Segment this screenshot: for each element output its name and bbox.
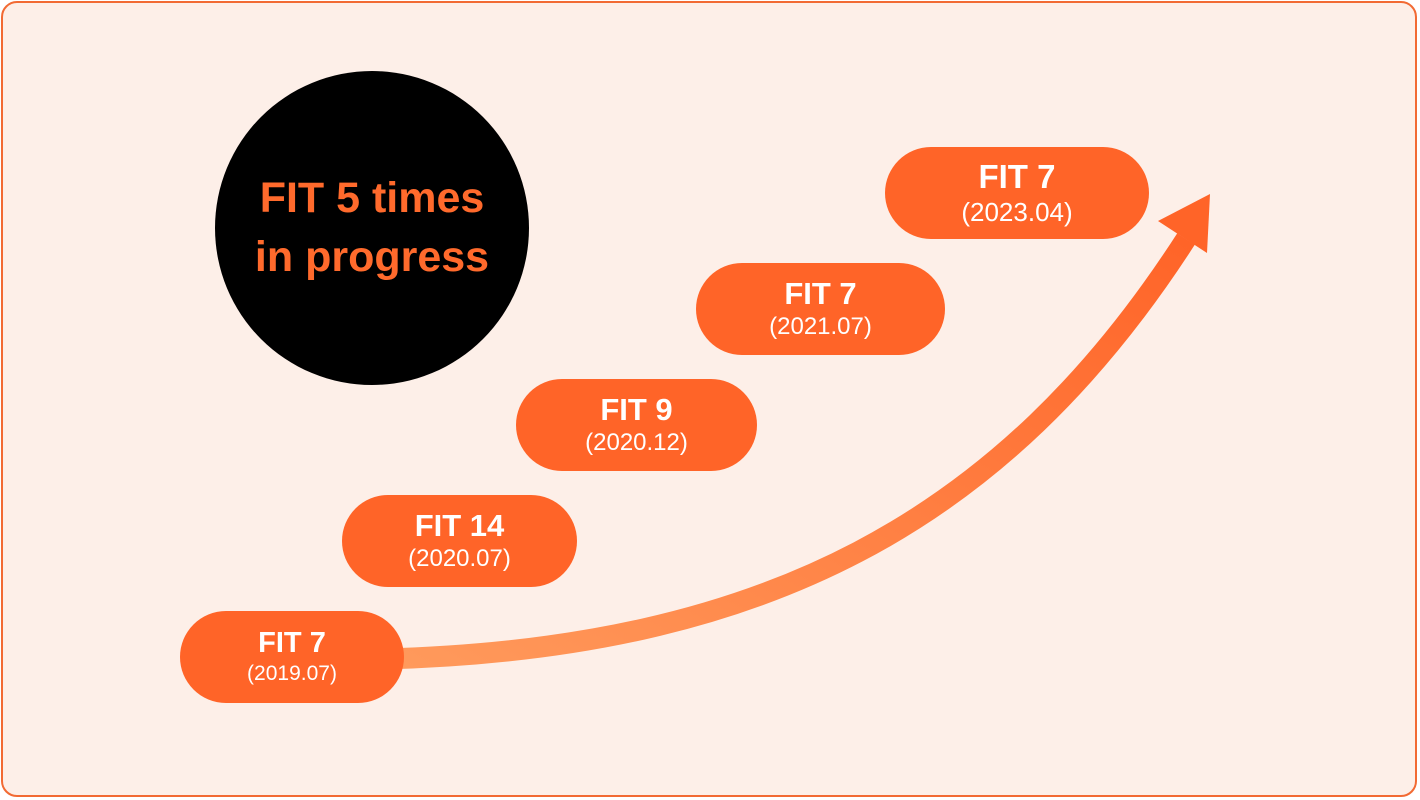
growth-arrow-icon — [382, 194, 1210, 670]
milestone-pill: FIT 7 (2021.07) — [696, 263, 945, 355]
milestone-date: (2019.07) — [247, 662, 337, 685]
milestone-date: (2021.07) — [769, 313, 872, 340]
milestone-label: FIT 14 — [414, 508, 505, 543]
milestone-label: FIT 9 — [600, 392, 673, 427]
milestone-date: (2023.04) — [961, 197, 1073, 227]
milestone-date: (2020.07) — [408, 545, 511, 572]
progress-badge: FIT 5 times in progress — [215, 71, 529, 385]
milestone-pill: FIT 7 (2023.04) — [885, 147, 1149, 239]
milestone-label: FIT 7 — [258, 627, 326, 659]
arrow-shaft — [382, 233, 1195, 670]
badge-line-2: in progress — [254, 233, 490, 281]
arrow-head — [1158, 194, 1210, 253]
milestone-pill: FIT 7 (2019.07) — [180, 611, 404, 703]
milestone-label: FIT 7 — [978, 158, 1056, 195]
milestone-date: (2020.12) — [585, 429, 688, 456]
badge-line-1: FIT 5 times — [259, 174, 485, 222]
milestone-label: FIT 7 — [784, 276, 857, 311]
milestone-pill: FIT 9 (2020.12) — [516, 379, 757, 471]
milestone-pill: FIT 14 (2020.07) — [342, 495, 577, 587]
